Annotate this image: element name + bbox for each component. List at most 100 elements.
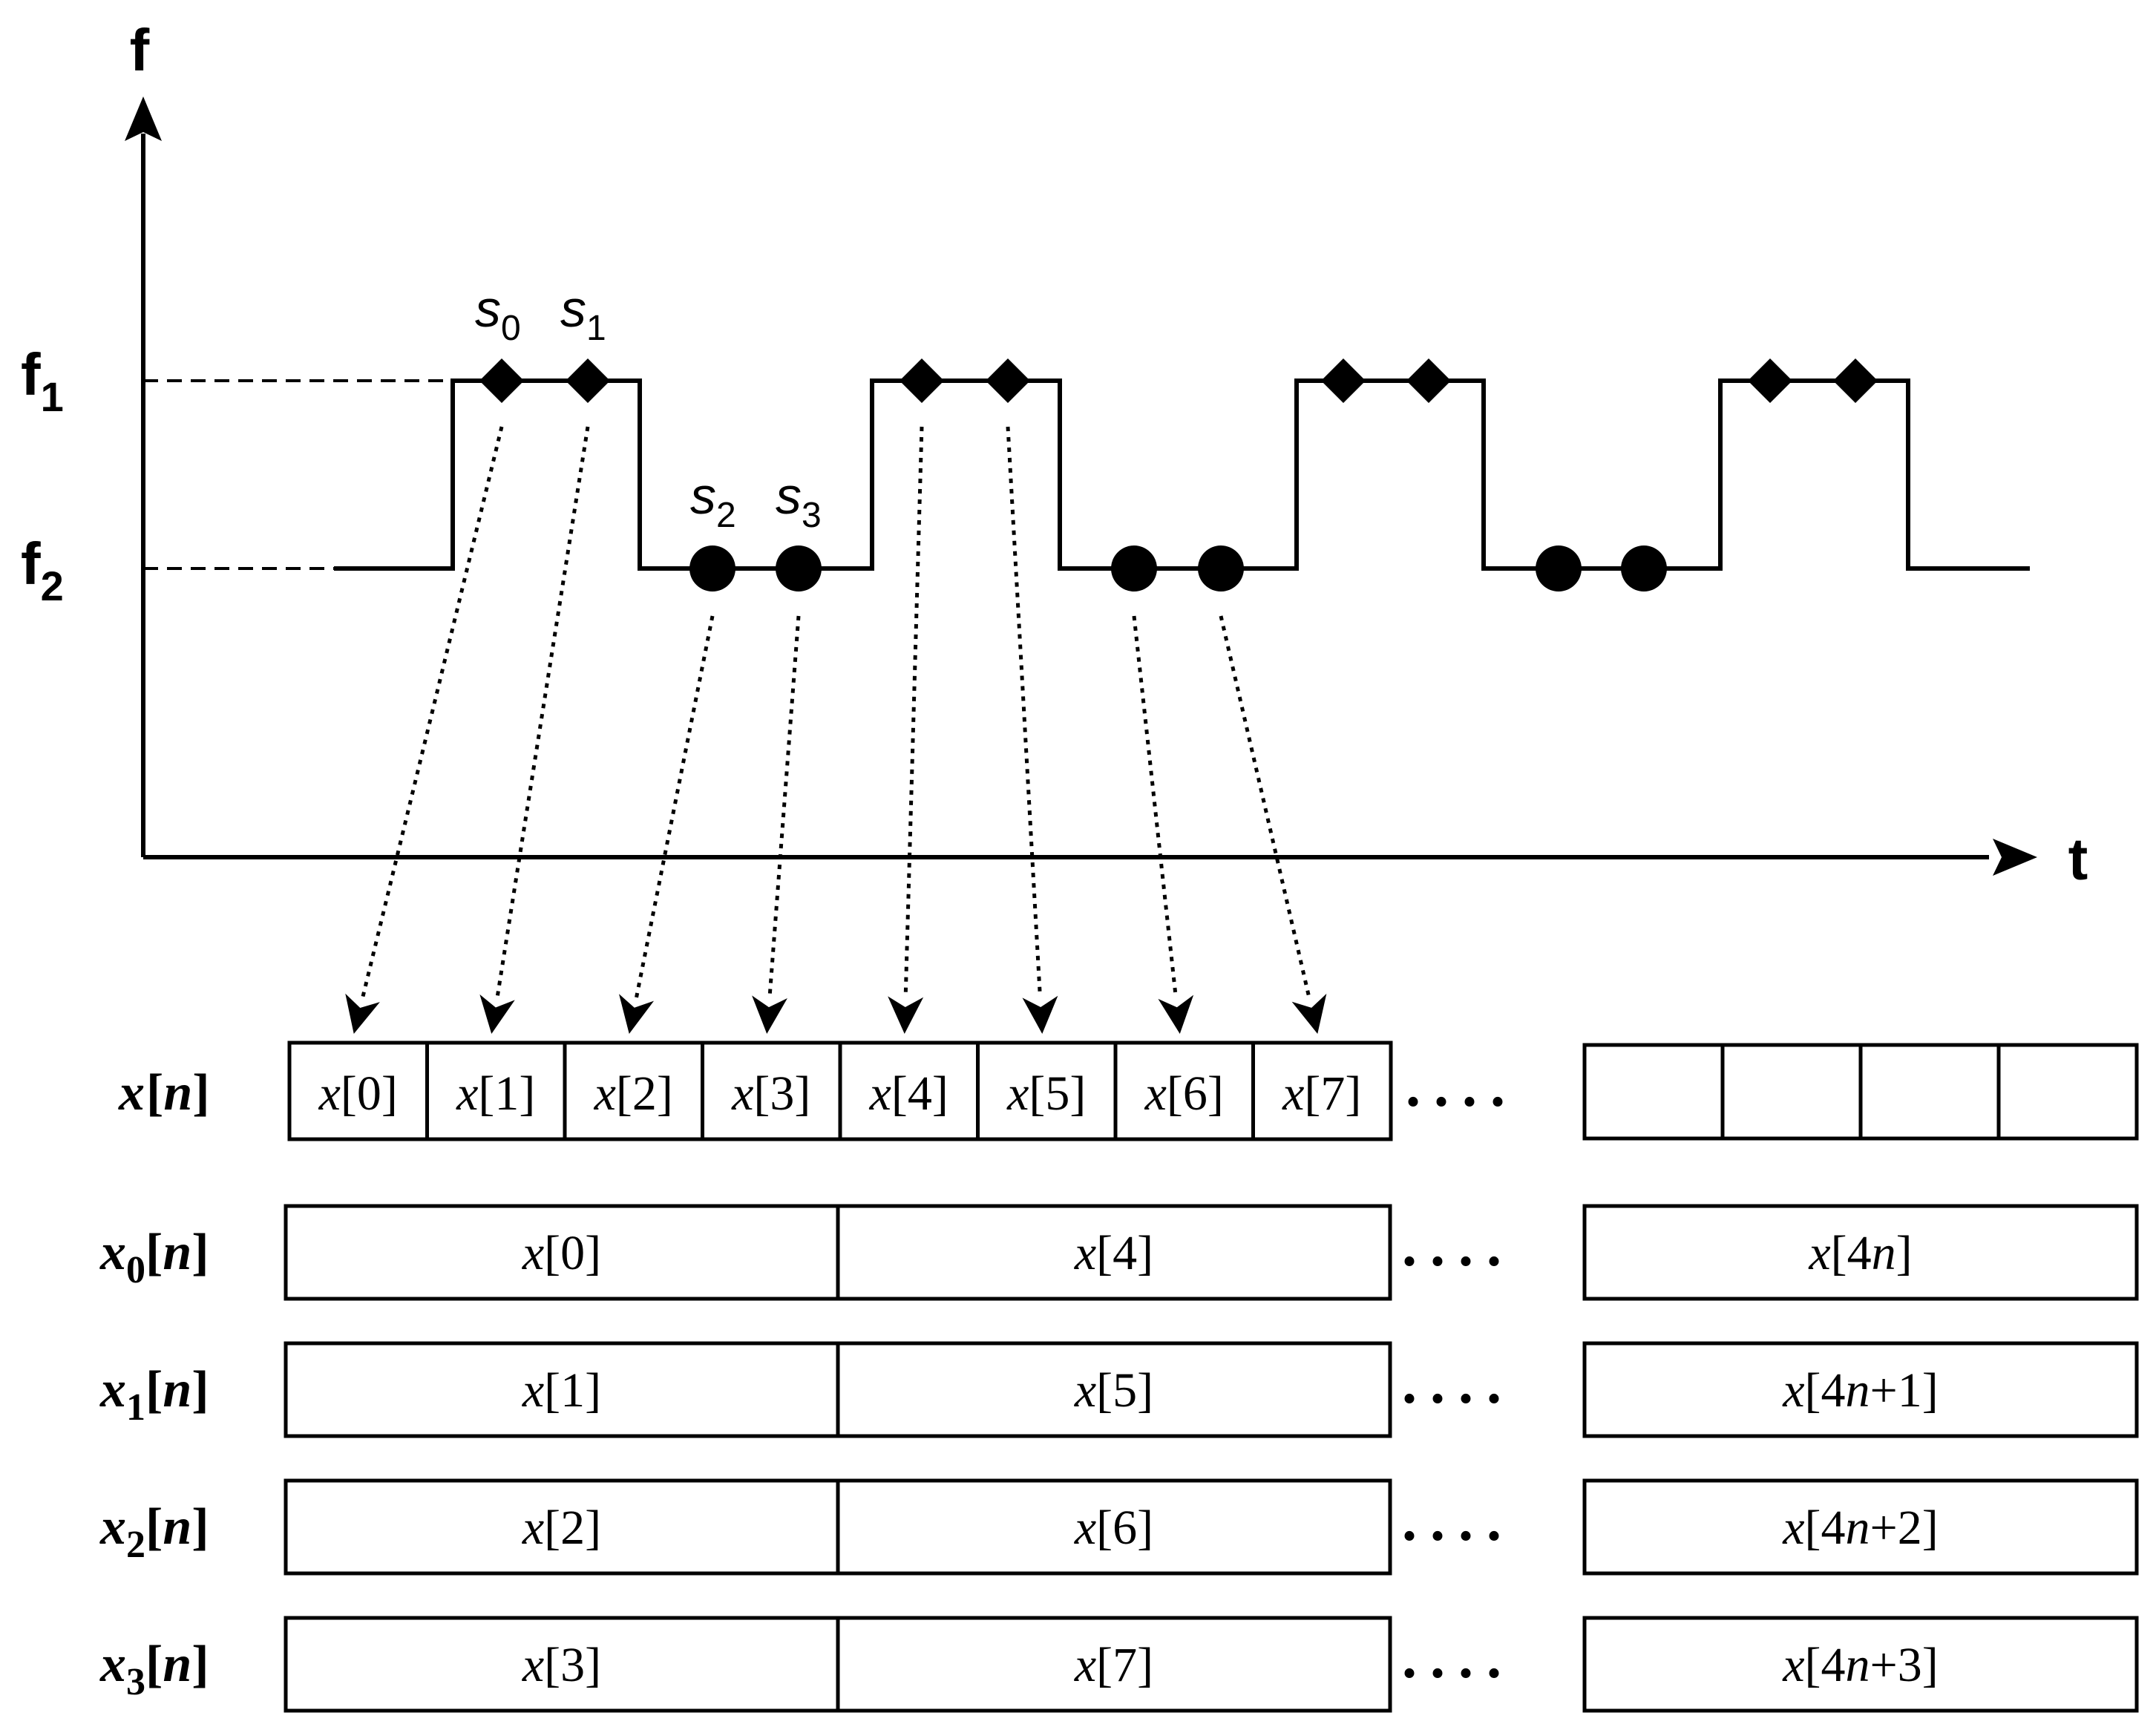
input-cell-label: x[6]: [1144, 1066, 1224, 1121]
decimated-rows: x0[n]x[0]x[4]....x[4n]x1[n]x[1]x[5]....x…: [99, 1204, 2139, 1713]
arrowhead-icon: [618, 994, 655, 1034]
x-axis-arrowhead-icon: [1993, 839, 2037, 876]
decimated-cell: [836, 1204, 1392, 1301]
input-cell: [838, 1041, 980, 1141]
decimated-last-cell-label: x[4n+3]: [1782, 1638, 1938, 1692]
decimated-cell: [284, 1204, 840, 1301]
input-cell-label: x[0]: [318, 1066, 398, 1121]
diamond-marker-icon: [479, 358, 524, 403]
row-ellipsis: ....: [1406, 1054, 1518, 1119]
diamond-marker-icon: [1748, 358, 1792, 403]
input-cell-label: x[3]: [731, 1066, 810, 1121]
decimated-last-cell-label: x[4n+1]: [1782, 1363, 1938, 1418]
input-cell: [1113, 1041, 1255, 1141]
diamond-marker-icon: [1833, 358, 1878, 403]
decimated-cell-label: x[2]: [522, 1501, 601, 1555]
decimated-cell: [836, 1616, 1392, 1713]
input-cell: [976, 1041, 1118, 1141]
tail-cell: [1858, 1043, 2001, 1141]
sample-label-s1: s1: [560, 280, 606, 348]
circle-marker-icon: [776, 545, 822, 591]
decimated-last-cell: [1582, 1478, 2139, 1576]
input-cell: [701, 1041, 842, 1141]
decimated-row-x2: x2[n] x[2] x[6].... x[4n+2]: [99, 1478, 2139, 1576]
sample-label-s0: s0: [475, 280, 521, 348]
arrowhead-icon: [1158, 994, 1194, 1034]
tail-cell: [1582, 1043, 1725, 1141]
mapping-arrow: [1219, 615, 1327, 1034]
decimated-last-cell-label: x[4n+2]: [1782, 1501, 1938, 1555]
input-cell: [425, 1041, 567, 1141]
row-label-x1: x1[n]: [99, 1361, 209, 1429]
circle-marker-icon: [689, 545, 735, 591]
diamond-marker-icon: [1406, 358, 1451, 403]
decimated-cell: [284, 1616, 840, 1713]
row-label-x0: x0[n]: [99, 1224, 209, 1291]
decimated-last-cell-label: x[4n]: [1808, 1226, 1912, 1280]
diamond-marker-icon: [1321, 358, 1366, 403]
mapping-arrow: [888, 426, 924, 1034]
circle-marker-icon: [1198, 545, 1244, 591]
decimated-cell-label: x[3]: [522, 1638, 601, 1692]
x-axis-label: t: [2068, 826, 2088, 892]
decimated-cell: [284, 1341, 840, 1438]
input-cell-label: x[7]: [1282, 1066, 1361, 1121]
arrowhead-icon: [1022, 995, 1058, 1034]
row-ellipsis: ....: [1402, 1351, 1515, 1416]
mapping-arrows: [345, 426, 1327, 1034]
sample-labels: s0 s1 s2 s3: [475, 280, 822, 535]
row-label-x2: x2[n]: [99, 1498, 209, 1566]
level-label-f1: f1: [21, 341, 64, 420]
row-ellipsis: ....: [1402, 1488, 1515, 1553]
y-axis-label: f: [130, 17, 150, 83]
circle-marker-icon: [1111, 545, 1157, 591]
sample-label-s2: s2: [690, 467, 736, 535]
decimated-cell: [836, 1341, 1392, 1438]
mapping-arrow: [1132, 615, 1194, 1034]
decimated-last-cell: [1582, 1204, 2139, 1301]
decimated-cell: [284, 1478, 840, 1576]
decimated-cell: [836, 1478, 1392, 1576]
input-cell-label: x[1]: [456, 1066, 535, 1121]
decimated-cell-label: x[4]: [1074, 1226, 1153, 1280]
decimated-cell-label: x[0]: [522, 1226, 601, 1280]
diamond-marker-icon: [566, 358, 610, 403]
input-cell-label: x[4]: [869, 1066, 948, 1121]
arrowhead-icon: [888, 996, 924, 1034]
level-label-f2: f2: [21, 531, 64, 609]
diamond-marker-icon: [986, 358, 1030, 403]
y-axis-arrowhead-icon: [125, 96, 162, 141]
mapping-arrow: [1006, 426, 1058, 1034]
row-label-x: x[n]: [118, 1064, 210, 1121]
row-ellipsis: ....: [1402, 1213, 1515, 1279]
circle-marker-icon: [1621, 545, 1667, 591]
arrowhead-icon: [479, 994, 515, 1034]
tail-cell: [1996, 1043, 2139, 1141]
input-cell-label: x[5]: [1006, 1066, 1086, 1121]
arrowhead-icon: [1291, 993, 1327, 1034]
decimated-cell-label: x[6]: [1074, 1501, 1153, 1555]
sample-label-s3: s3: [776, 467, 822, 535]
decimated-cell-label: x[1]: [522, 1363, 601, 1418]
mapping-arrow: [618, 615, 715, 1034]
tail-cell: [1720, 1043, 1863, 1141]
mapping-arrow: [752, 615, 801, 1034]
input-row: x[n] x[0]x[1]x[2]x[3]x[4]x[5]x[6]x[7] ..…: [118, 1041, 2139, 1141]
input-cell: [1251, 1041, 1393, 1141]
input-cells: x[0]x[1]x[2]x[3]x[4]x[5]x[6]x[7]: [287, 1041, 1393, 1141]
tail-cells: [1582, 1043, 2139, 1141]
signal-waveform: [334, 379, 2030, 571]
circle-marker-icon: [1536, 545, 1582, 591]
mapping-arrow: [345, 426, 504, 1034]
decimated-row-x1: x1[n]x[1]x[5]....x[4n+1]: [99, 1341, 2139, 1438]
fsk-signal: [334, 358, 2030, 591]
decimated-row-x0: x0[n] x[0] x[4].... x[4n]: [99, 1204, 2139, 1301]
decimated-last-cell: [1582, 1341, 2139, 1438]
decimated-cell-label: x[7]: [1074, 1638, 1153, 1692]
decimated-last-cell: [1582, 1616, 2139, 1713]
arrowhead-icon: [345, 993, 380, 1034]
row-ellipsis: ....: [1402, 1625, 1515, 1691]
mapping-arrow: [479, 426, 590, 1034]
input-cell: [287, 1041, 429, 1141]
